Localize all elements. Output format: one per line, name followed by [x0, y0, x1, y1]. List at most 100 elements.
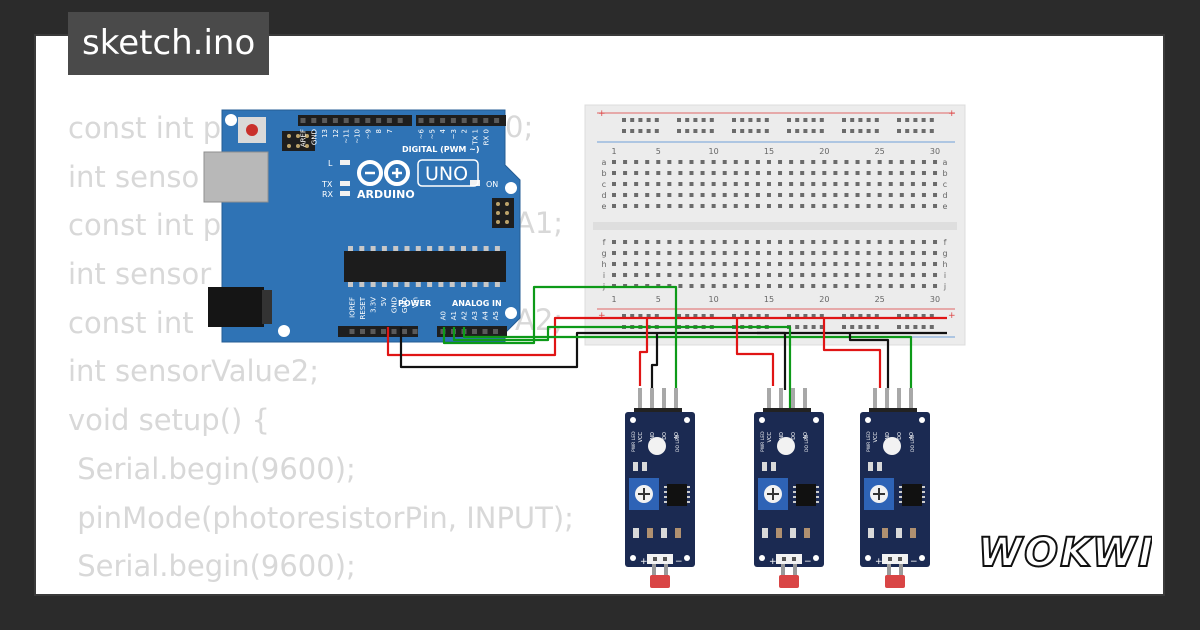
breadboard-hole[interactable] [755, 171, 760, 175]
breadboard-hole[interactable] [744, 160, 749, 164]
breadboard-hole[interactable] [689, 284, 694, 288]
breadboard-hole[interactable] [910, 240, 915, 244]
rail-hole[interactable] [701, 314, 706, 318]
rail-hole[interactable] [732, 314, 736, 318]
breadboard-hole[interactable] [833, 160, 838, 164]
breadboard-hole[interactable] [744, 284, 749, 288]
breadboard-hole[interactable] [888, 204, 893, 208]
module-pin[interactable] [779, 388, 783, 414]
photoresistor[interactable] [885, 575, 905, 588]
breadboard-hole[interactable] [833, 262, 838, 266]
breadboard-hole[interactable] [689, 193, 694, 197]
breadboard-hole[interactable] [910, 262, 915, 266]
breadboard-hole[interactable] [700, 182, 705, 186]
breadboard-hole[interactable] [899, 193, 904, 197]
breadboard-hole[interactable] [877, 171, 882, 175]
breadboard-hole[interactable] [778, 240, 783, 244]
breadboard-hole[interactable] [933, 182, 938, 186]
breadboard-hole[interactable] [755, 273, 760, 277]
breadboard-hole[interactable] [833, 193, 838, 197]
breadboard-hole[interactable] [844, 240, 849, 244]
rail-hole[interactable] [850, 325, 855, 329]
breadboard-hole[interactable] [711, 262, 716, 266]
header-pin[interactable] [461, 118, 467, 123]
breadboard-hole[interactable] [755, 251, 760, 255]
breadboard-hole[interactable] [899, 204, 904, 208]
rail-hole[interactable] [866, 325, 871, 329]
breadboard-hole[interactable] [811, 171, 816, 175]
breadboard-hole[interactable] [733, 262, 738, 266]
photoresistor[interactable] [779, 575, 799, 588]
breadboard-hole[interactable] [822, 160, 827, 164]
breadboard-hole[interactable] [789, 193, 794, 197]
breadboard-hole[interactable] [667, 262, 672, 266]
breadboard-hole[interactable] [623, 182, 628, 186]
rail-hole[interactable] [748, 129, 753, 133]
breadboard-hole[interactable] [899, 262, 904, 266]
breadboard-hole[interactable] [612, 182, 616, 186]
breadboard-hole[interactable] [877, 284, 882, 288]
rail-hole[interactable] [905, 118, 910, 122]
breadboard-hole[interactable] [789, 284, 794, 288]
breadboard-hole[interactable] [899, 182, 904, 186]
header-pin[interactable] [391, 329, 397, 334]
module-pin[interactable] [638, 388, 642, 414]
rail-hole[interactable] [646, 129, 651, 133]
rail-hole[interactable] [622, 118, 626, 122]
breadboard-hole[interactable] [877, 251, 882, 255]
breadboard-hole[interactable] [623, 251, 628, 255]
rail-hole[interactable] [693, 129, 698, 133]
breadboard-hole[interactable] [733, 273, 738, 277]
rail-hole[interactable] [638, 314, 643, 318]
breadboard-hole[interactable] [855, 204, 860, 208]
rail-hole[interactable] [693, 118, 698, 122]
breadboard-hole[interactable] [656, 182, 661, 186]
breadboard-hole[interactable] [667, 204, 672, 208]
rail-hole[interactable] [693, 314, 698, 318]
rail-hole[interactable] [740, 314, 745, 318]
breadboard-hole[interactable] [744, 251, 749, 255]
breadboard-hole[interactable] [877, 262, 882, 266]
header-pin[interactable] [386, 118, 392, 123]
breadboard-hole[interactable] [866, 262, 871, 266]
breadboard-hole[interactable] [910, 182, 915, 186]
file-name-tab[interactable]: sketch.ino [68, 12, 270, 75]
breadboard-hole[interactable] [800, 240, 805, 244]
breadboard-hole[interactable] [722, 284, 727, 288]
breadboard-hole[interactable] [689, 251, 694, 255]
rail-hole[interactable] [756, 314, 761, 318]
breadboard-hole[interactable] [634, 204, 639, 208]
breadboard-hole[interactable] [811, 193, 816, 197]
breadboard-hole[interactable] [888, 273, 893, 277]
rail-hole[interactable] [677, 314, 681, 318]
breadboard-hole[interactable] [789, 262, 794, 266]
breadboard-hole[interactable] [910, 284, 915, 288]
breadboard-hole[interactable] [822, 240, 827, 244]
rail-hole[interactable] [929, 129, 934, 133]
rail-hole[interactable] [921, 118, 926, 122]
breadboard-hole[interactable] [645, 182, 650, 186]
breadboard-hole[interactable] [844, 251, 849, 255]
breadboard-hole[interactable] [678, 251, 683, 255]
breadboard-hole[interactable] [866, 251, 871, 255]
header-pin[interactable] [493, 329, 498, 334]
breadboard-hole[interactable] [722, 182, 727, 186]
breadboard-hole[interactable] [877, 204, 882, 208]
rail-hole[interactable] [842, 325, 846, 329]
rail-hole[interactable] [897, 314, 901, 318]
rail-hole[interactable] [819, 129, 824, 133]
breadboard-hole[interactable] [888, 240, 893, 244]
breadboard-hole[interactable] [899, 251, 904, 255]
rail-hole[interactable] [709, 118, 714, 122]
rail-hole[interactable] [677, 118, 681, 122]
breadboard-hole[interactable] [766, 204, 771, 208]
breadboard-hole[interactable] [711, 204, 716, 208]
breadboard-hole[interactable] [766, 240, 771, 244]
breadboard-hole[interactable] [667, 273, 672, 277]
rail-hole[interactable] [929, 325, 934, 329]
breadboard-hole[interactable] [612, 273, 616, 277]
rail-hole[interactable] [654, 314, 659, 318]
breadboard-hole[interactable] [789, 240, 794, 244]
breadboard-hole[interactable] [866, 273, 871, 277]
